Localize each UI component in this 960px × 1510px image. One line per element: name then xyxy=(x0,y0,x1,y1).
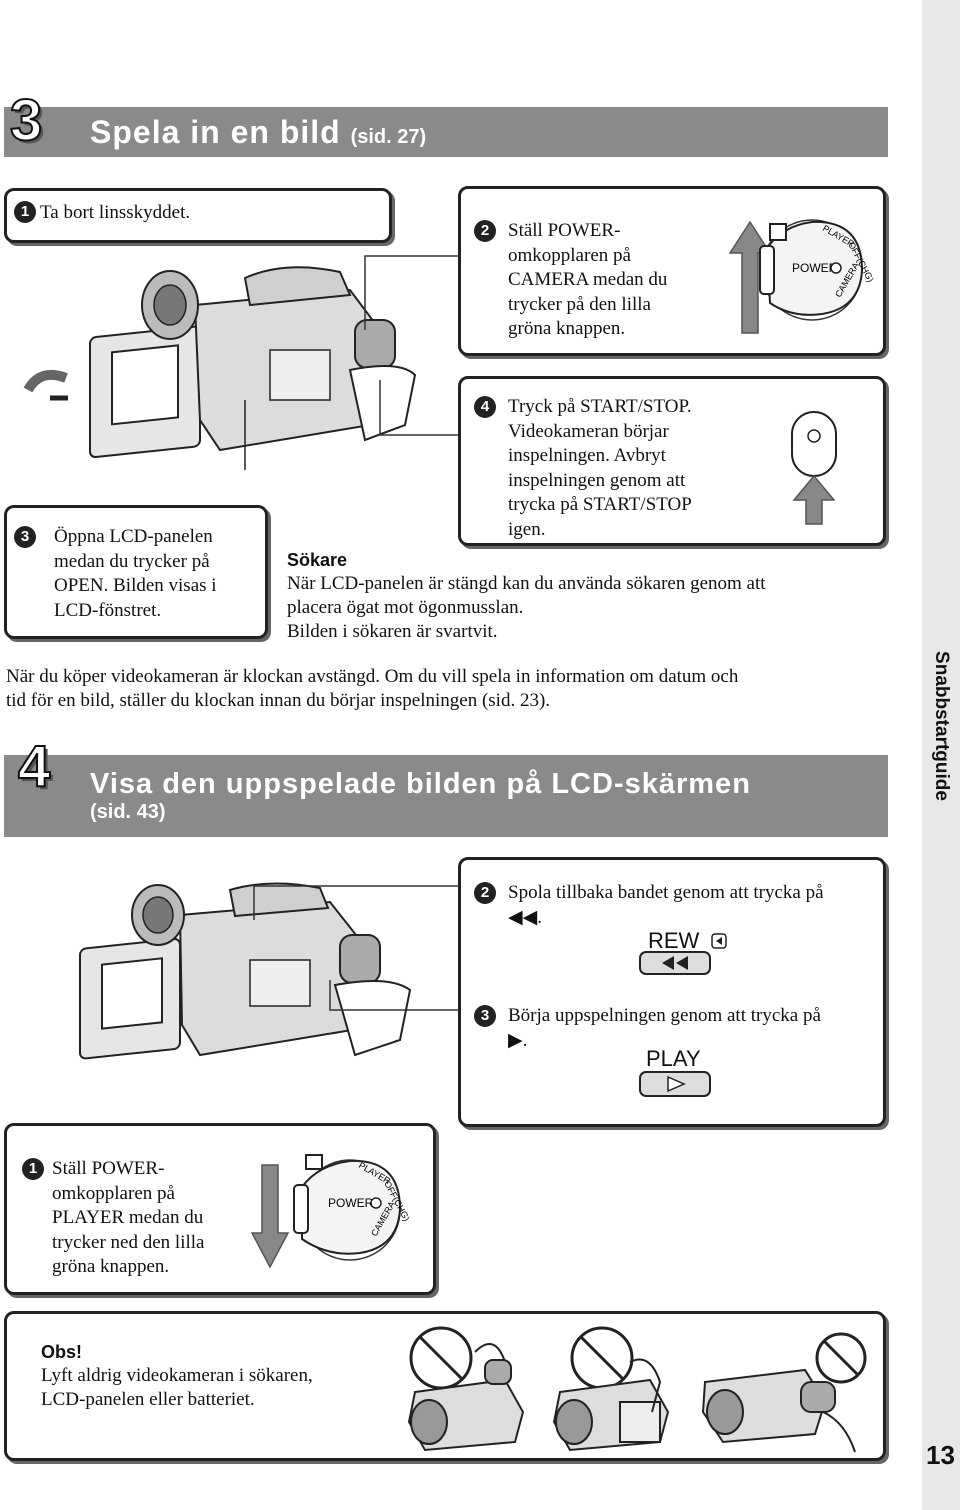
camcorder-illustration xyxy=(79,882,412,1060)
step-number-badge: 1 xyxy=(22,1158,44,1180)
prohibited-icon xyxy=(701,1332,867,1453)
step-number-badge: 3 xyxy=(14,526,36,548)
section4-ref: (sid. 43) xyxy=(90,801,166,823)
s4-step2-text: 2 Spola tillbaka bandet genom att trycka… xyxy=(474,881,824,930)
step4-line: trycka på START/STOP xyxy=(508,494,692,515)
prohibited-icon xyxy=(407,1326,525,1452)
step4-line: igen. xyxy=(508,518,546,540)
clock-note: När du köper videokameran är klockan avs… xyxy=(6,665,738,713)
section4-header xyxy=(4,755,888,837)
step2-line: trycker på den lilla xyxy=(508,293,651,315)
step-number-badge: 2 xyxy=(474,220,496,242)
step1-box xyxy=(4,188,392,243)
s4-step1-text: 1 Ställ POWER- omkopplaren på PLAYER med… xyxy=(22,1157,204,1280)
step1-label: Ta bort linsskyddet. xyxy=(40,202,191,223)
dial-power-text: POWER xyxy=(328,1196,374,1210)
step3-text: 3 Öppna LCD-panelen medan du trycker på … xyxy=(14,525,217,623)
s4-step1-line: PLAYER medan du xyxy=(52,1207,204,1228)
clock-note-line: När du köper videokameran är klockan avs… xyxy=(6,666,739,687)
page-number: 13 xyxy=(926,1440,955,1470)
obs-line: Lyft aldrig videokameran i sökaren, xyxy=(41,1365,313,1386)
section3-number: 3 xyxy=(9,88,43,153)
sokare-line: När LCD-panelen är stängd kan du använda… xyxy=(287,573,766,594)
prohibited-icon xyxy=(552,1326,670,1452)
obs-line: LCD-panelen eller batteriet. xyxy=(41,1389,255,1410)
play-button-icon xyxy=(639,1071,711,1097)
rew-button-icon xyxy=(639,933,727,975)
sidebar-label: Snabbstartguide xyxy=(931,651,952,801)
obs-heading: Obs! xyxy=(41,1342,83,1362)
step2-line: Ställ POWER- xyxy=(508,220,621,241)
step4-line: inspelningen. Avbryt xyxy=(508,445,666,466)
power-dial-icon: POWER PLAYER OFF(CHG) CAMERA xyxy=(250,1154,412,1269)
start-stop-button-icon xyxy=(791,411,837,525)
sokare-heading: Sökare xyxy=(287,550,348,570)
step-number-badge: 4 xyxy=(474,396,496,418)
rew-label: REW xyxy=(648,928,700,953)
step-number-badge: 3 xyxy=(474,1005,496,1027)
s4-step1-line: omkopplaren på xyxy=(52,1182,175,1204)
section3-title: Spela in en bild (sid. 27) xyxy=(90,114,426,151)
section3-title-text: Spela in en bild xyxy=(90,114,341,150)
s4-step1-line: Ställ POWER- xyxy=(52,1158,165,1179)
sidebar-tab xyxy=(922,0,960,1510)
step-number-badge: 1 xyxy=(14,201,36,223)
s4-step3-text: 3 Börja uppspelningen genom att trycka p… xyxy=(474,1004,821,1053)
step4-line: Videokameran börjar xyxy=(508,420,669,442)
obs-text: Obs! Lyft aldrig videokameran i sökaren,… xyxy=(41,1340,313,1412)
power-dial-icon: POWER PLAYER OFF(CHG) CAMERA xyxy=(728,219,876,334)
callout-lines xyxy=(253,885,458,1011)
s4-step1-line: trycker ned den lilla xyxy=(52,1231,205,1253)
dial-power-text: POWER xyxy=(792,261,838,275)
section3-header xyxy=(4,107,888,157)
step3-line: LCD-fönstret. xyxy=(54,599,162,621)
s4-step2-line: ◀◀. xyxy=(508,906,542,928)
step3-line: Öppna LCD-panelen xyxy=(54,526,213,547)
section4-number: 4 xyxy=(17,734,51,799)
step3-box xyxy=(4,505,268,639)
step4-text: 4 Tryck på START/STOP. Videokameran börj… xyxy=(474,395,692,542)
s4-step1-line: gröna knappen. xyxy=(52,1256,170,1277)
step2-line: gröna knappen. xyxy=(508,318,626,339)
clock-note-line: tid för en bild, ställer du klockan inna… xyxy=(6,690,551,711)
sokare-line: Bilden i sökaren är svartvit. xyxy=(287,621,498,642)
step2-text: 2 Ställ POWER- omkopplaren på CAMERA med… xyxy=(474,219,668,342)
step4-line: Tryck på START/STOP. xyxy=(508,396,692,417)
sokare-line: placera ögat mot ögonmusslan. xyxy=(287,597,524,618)
callout-lines xyxy=(364,255,460,436)
play-label: PLAY xyxy=(646,1046,701,1071)
step-number-badge: 2 xyxy=(474,882,496,904)
step3-line: medan du trycker på xyxy=(54,550,210,572)
section4-title: Visa den uppspelade bilden på LCD-skärme… xyxy=(90,768,751,824)
s4-step2-line: Spola tillbaka bandet genom att trycka p… xyxy=(508,882,824,903)
s4-step3-line: ▶. xyxy=(508,1029,528,1051)
step2-line: omkopplaren på xyxy=(508,244,631,266)
step4-line: inspelningen genom att xyxy=(508,469,686,491)
sokare-block: Sökare När LCD-panelen är stängd kan du … xyxy=(287,548,766,644)
section3-ref: (sid. 27) xyxy=(350,126,427,148)
section4-title-text: Visa den uppspelade bilden på LCD-skärme… xyxy=(90,768,751,800)
step3-line: OPEN. Bilden visas i xyxy=(54,575,217,596)
camcorder-illustration xyxy=(23,266,417,470)
step2-line: CAMERA medan du xyxy=(508,269,668,290)
s4-step3-line: Börja uppspelningen genom att trycka på xyxy=(508,1005,821,1026)
